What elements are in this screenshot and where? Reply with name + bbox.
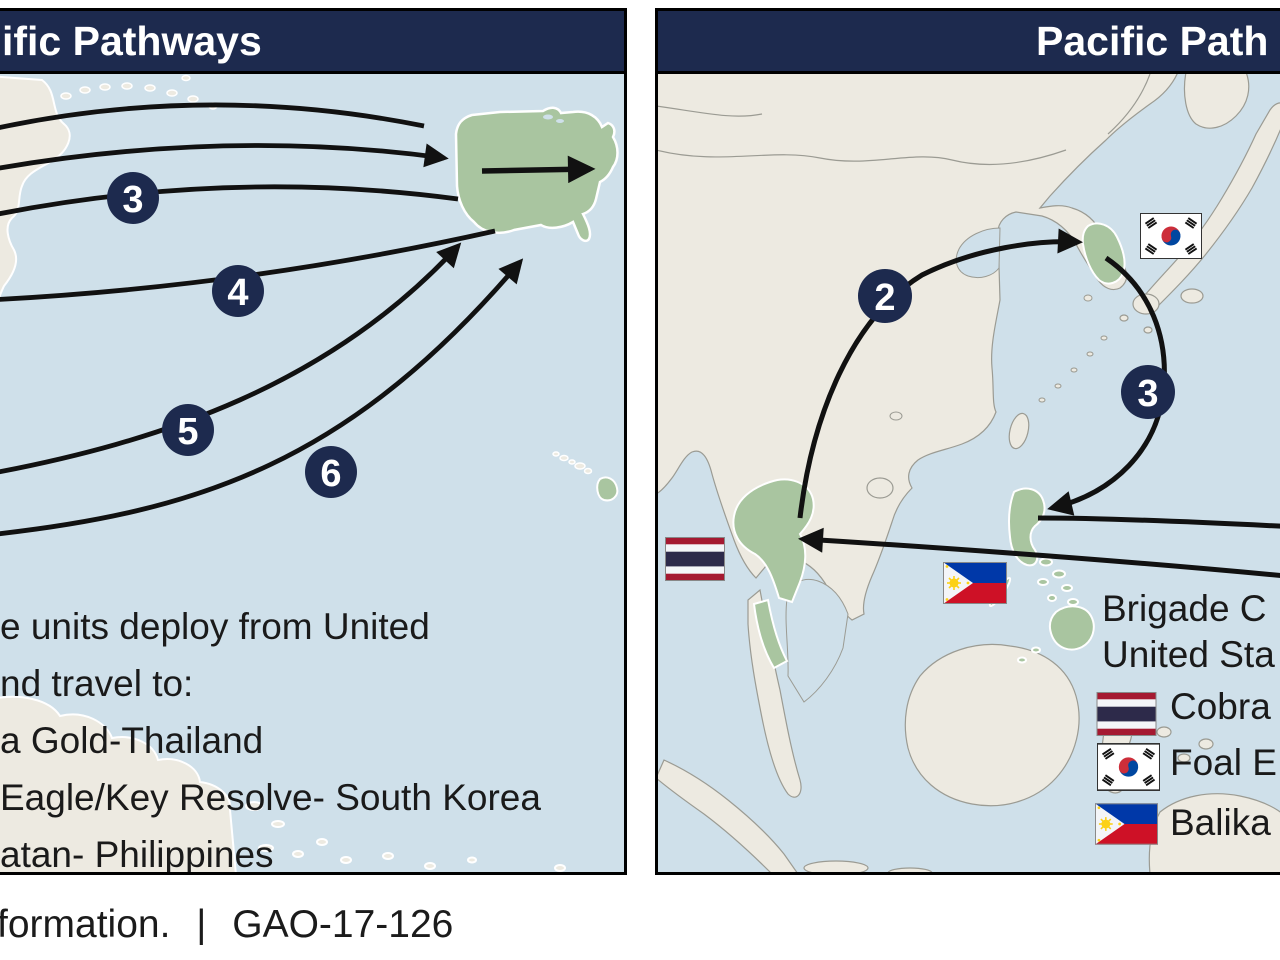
report-number: GAO-17-126 xyxy=(232,903,454,946)
asia-coast-landmass xyxy=(0,75,71,298)
left-map-area: 3 4 5 6 e units deploy from United nd tr xyxy=(0,74,624,872)
map-legend: Brigade C United Sta Cobra Foal E Balika xyxy=(1102,586,1277,843)
svg-text:2: 2 xyxy=(874,277,895,319)
thailand-shape xyxy=(732,478,815,670)
right-map-area: 2 3 xyxy=(658,74,1280,872)
deployment-note-line: e units deploy from United xyxy=(0,606,430,647)
legend-philippines-flag xyxy=(1095,802,1158,846)
source-text: formation. xyxy=(0,903,171,946)
thailand-flag xyxy=(665,537,725,581)
right-map-panel: Pacific Path xyxy=(655,8,1280,875)
small-islands xyxy=(889,335,1108,421)
legend-heading-line: United Sta xyxy=(1102,634,1275,675)
united-states-shape xyxy=(454,106,619,243)
south-korea-flag xyxy=(1140,213,1202,259)
deployment-note-line: Eagle/Key Resolve- South Korea xyxy=(0,777,541,818)
left-map-panel: ific Pathways xyxy=(0,8,627,875)
legend-item: Cobra xyxy=(1170,686,1271,727)
left-map: 3 4 5 6 xyxy=(0,74,624,872)
route-marker-3: 3 xyxy=(107,172,159,224)
hawaii-islands xyxy=(552,451,619,502)
hainan-shape xyxy=(866,477,894,499)
new-guinea-landmass xyxy=(0,695,566,872)
philippines-flag xyxy=(943,562,1007,604)
route-marker-2: 2 xyxy=(858,269,912,323)
route-marker-3: 3 xyxy=(1121,365,1175,419)
svg-text:4: 4 xyxy=(227,272,248,314)
right-map: 2 3 xyxy=(658,74,1280,872)
legend-item: Balika xyxy=(1170,802,1271,843)
svg-text:6: 6 xyxy=(320,453,341,495)
us-transit-arrow xyxy=(481,155,596,184)
svg-text:5: 5 xyxy=(177,411,198,453)
legend-heading-line: Brigade C xyxy=(1102,588,1267,629)
svg-text:3: 3 xyxy=(1137,373,1158,415)
route-marker-4: 4 xyxy=(212,265,264,317)
right-panel-title: Pacific Path xyxy=(658,11,1280,74)
route-marker-6: 6 xyxy=(305,446,357,498)
legend-thailand-flag xyxy=(1095,692,1158,736)
caption-separator: | xyxy=(196,903,207,946)
svg-text:3: 3 xyxy=(122,179,143,221)
deployment-note-line: nd travel to: xyxy=(0,663,194,704)
left-panel-title: ific Pathways xyxy=(0,11,624,74)
island-chain xyxy=(60,74,218,110)
legend-south-korea-flag xyxy=(1097,743,1160,791)
deployment-note: e units deploy from United nd travel to:… xyxy=(0,598,541,875)
legend-item: Foal E xyxy=(1170,742,1277,783)
deployment-note-line: atan- Philippines xyxy=(0,834,274,875)
route-marker-5: 5 xyxy=(162,404,214,456)
source-caption: formation. | GAO-17-126 xyxy=(0,903,453,947)
taiwan-shape xyxy=(1008,412,1030,450)
deployment-note-line: a Gold-Thailand xyxy=(0,720,264,761)
